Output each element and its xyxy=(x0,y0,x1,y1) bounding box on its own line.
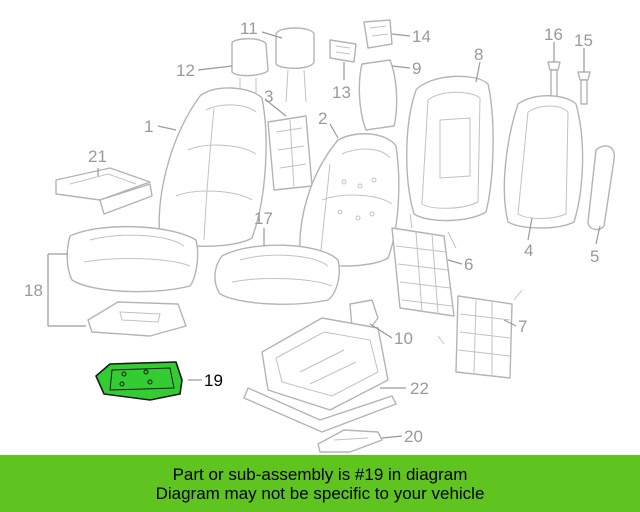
part-8-back-frame xyxy=(406,75,494,222)
callout-5: 5 xyxy=(590,247,599,266)
part-4-frame xyxy=(503,95,584,229)
callout-19[interactable]: 19 xyxy=(204,371,223,390)
part-3-panel xyxy=(267,115,313,191)
callout-3: 3 xyxy=(264,87,273,106)
callout-2: 2 xyxy=(318,109,327,128)
part-11-headrest xyxy=(275,27,315,103)
part-21-pad xyxy=(55,167,153,215)
callout-18: 18 xyxy=(24,281,43,300)
part-22-seat-track xyxy=(243,317,397,433)
part-5-side-trim xyxy=(587,145,615,231)
part-12-headrest xyxy=(231,38,269,94)
callout-labels: 1 2 3 4 5 6 7 8 9 10 11 12 13 14 15 16 1… xyxy=(24,19,599,446)
callout-8: 8 xyxy=(474,45,483,64)
callout-17: 17 xyxy=(254,209,273,228)
callout-12: 12 xyxy=(176,61,195,80)
part-15-bolt xyxy=(577,71,591,105)
part-13-clip xyxy=(329,39,357,63)
part-17-cushion-cover xyxy=(214,244,340,305)
part-18-cushion xyxy=(66,225,199,293)
callout-13: 13 xyxy=(332,83,351,102)
part-9-pad xyxy=(358,59,398,131)
part-2-seat-back xyxy=(299,133,400,267)
callout-4: 4 xyxy=(524,241,533,260)
callout-10: 10 xyxy=(394,329,413,348)
callout-1: 1 xyxy=(144,117,153,136)
part-1-seat-back-cover xyxy=(158,87,267,247)
info-banner: Part or sub-assembly is #19 in diagram D… xyxy=(0,455,640,512)
callout-14: 14 xyxy=(412,27,431,46)
callout-6: 6 xyxy=(464,255,473,274)
callout-21: 21 xyxy=(88,147,107,166)
callout-9: 9 xyxy=(412,59,421,78)
callout-22: 22 xyxy=(410,379,429,398)
seat-parts-diagram: 1 2 3 4 5 6 7 8 9 10 11 12 13 14 15 16 1… xyxy=(24,19,615,453)
part-19-highlighted-pad[interactable] xyxy=(95,361,183,401)
part-16-bolt xyxy=(547,61,561,99)
part-14-bracket xyxy=(363,19,393,49)
callout-7: 7 xyxy=(518,317,527,336)
part-7-spring-mat xyxy=(437,289,523,379)
callout-11: 11 xyxy=(240,19,258,38)
banner-line-part-info: Part or sub-assembly is #19 in diagram xyxy=(172,464,468,484)
callout-leaders xyxy=(47,31,601,439)
callout-16: 16 xyxy=(544,25,563,44)
part-18-lower-panel xyxy=(87,301,187,337)
banner-line-disclaimer: Diagram may not be specific to your vehi… xyxy=(155,483,485,503)
part-20-harness xyxy=(317,429,383,453)
callout-20: 20 xyxy=(404,427,423,446)
part-6-spring-mat xyxy=(391,213,457,317)
callout-15: 15 xyxy=(574,31,593,50)
